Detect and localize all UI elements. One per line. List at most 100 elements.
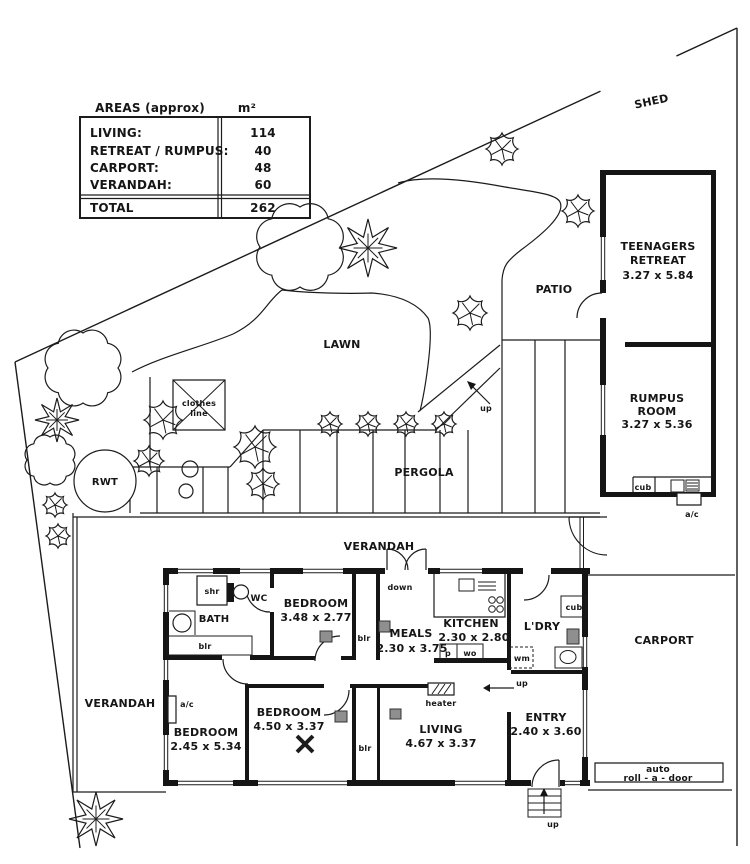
garden-beds bbox=[130, 179, 561, 513]
verandah-structure bbox=[73, 513, 607, 792]
kitchen-bench bbox=[434, 574, 505, 617]
house-fixtures: shr WC BATH blr p wo wm cub heater bbox=[167, 574, 586, 829]
bedroom-left-label: BEDROOM bbox=[174, 726, 239, 739]
teen-retreat-label-2: RETREAT bbox=[630, 254, 686, 267]
kitchen-dim: 2.30 x 2.80 bbox=[438, 631, 509, 644]
areas-row-label: CARPORT: bbox=[90, 161, 159, 175]
verandah-left-label: VERANDAH bbox=[85, 697, 156, 710]
bedroom-mid-label: BEDROOM bbox=[257, 706, 322, 719]
french-door-left-arc bbox=[387, 549, 408, 570]
roll-door-label-2: roll - a - door bbox=[623, 774, 692, 784]
tree-icon bbox=[68, 791, 124, 847]
steps-up-label: up bbox=[547, 820, 559, 829]
areas-row-label: VERANDAH: bbox=[90, 178, 172, 192]
front-door-arc bbox=[532, 760, 559, 787]
laundry-cupboard bbox=[561, 596, 586, 617]
tree-icon bbox=[24, 434, 76, 486]
heater-label: heater bbox=[426, 699, 457, 708]
shrub-icon bbox=[561, 194, 595, 228]
front-steps: up bbox=[528, 788, 561, 829]
laundry-label: L'DRY bbox=[524, 620, 561, 633]
tree-icon bbox=[338, 218, 398, 278]
wc-label: WC bbox=[251, 594, 268, 604]
clothes-label-1: clothes bbox=[182, 399, 216, 408]
lawn-edge-curve bbox=[132, 290, 430, 411]
ac-unit-house bbox=[168, 696, 176, 723]
p-label: p bbox=[445, 649, 451, 658]
bedroom-top-door-arc bbox=[315, 636, 340, 661]
ac-label-house: a/c bbox=[180, 700, 194, 709]
trees bbox=[24, 132, 595, 847]
bedroom-mid-door-arc bbox=[324, 690, 349, 715]
rwt-label: RWT bbox=[92, 477, 118, 488]
bedroom-left-door-arc bbox=[223, 659, 248, 684]
shrub-icon bbox=[317, 411, 343, 437]
teen-retreat-dim: 3.27 x 5.84 bbox=[622, 269, 693, 282]
meals-label: MEALS bbox=[390, 627, 433, 640]
blr-label-top: blr bbox=[357, 634, 370, 643]
areas-table: AREAS (approx) m² LIVING: 114 RETREAT / … bbox=[80, 101, 310, 218]
roll-door-label-1: auto bbox=[646, 765, 670, 775]
area-labels: LAWN PATIO PERGOLA VERANDAH VERANDAH BED… bbox=[85, 283, 582, 753]
shrub-icon bbox=[431, 411, 457, 437]
shrub-icon bbox=[42, 492, 68, 518]
wm-label: wm bbox=[514, 654, 530, 663]
areas-row-label: RETREAT / RUMPUS: bbox=[90, 144, 229, 158]
retreat-rumpus-building: cub a/c TEENAGERS RETREAT 3.27 x 5.84 RU… bbox=[577, 170, 716, 519]
bath-label: BATH bbox=[199, 614, 230, 625]
rumpus-label-1: RUMPUS bbox=[630, 392, 684, 405]
ac-label: a/c bbox=[685, 510, 699, 519]
verandah-top-label: VERANDAH bbox=[344, 540, 415, 553]
patio-bed-curve bbox=[398, 179, 561, 280]
vanity-edge bbox=[169, 611, 195, 635]
laundry-trough bbox=[555, 647, 582, 668]
cub-label: cub bbox=[635, 483, 652, 492]
kitchen-label: KITCHEN bbox=[443, 617, 499, 630]
bedroom-left-dim: 2.45 x 5.34 bbox=[170, 740, 241, 753]
wall-oven bbox=[457, 644, 483, 659]
patio-label: PATIO bbox=[536, 283, 573, 296]
clothes-label-2: line bbox=[190, 409, 208, 418]
bedroom-top-label: BEDROOM bbox=[284, 597, 349, 610]
house-walls bbox=[163, 568, 590, 786]
up-arrow-entry-icon bbox=[483, 684, 490, 692]
entry-dim: 2.40 x 3.60 bbox=[510, 725, 581, 738]
french-door-right-arc bbox=[405, 549, 426, 570]
pergola-label: PERGOLA bbox=[394, 466, 454, 479]
blr-label-mid: blr bbox=[358, 744, 371, 753]
verandah-gate-arc bbox=[569, 517, 607, 555]
meals-dim: 2.30 x 3.75 bbox=[376, 642, 447, 655]
shrub-icon bbox=[179, 484, 193, 498]
shrub-icon bbox=[485, 132, 519, 166]
shr-label: shr bbox=[204, 587, 219, 596]
lawn-label: LAWN bbox=[323, 338, 360, 351]
shrub-icon bbox=[355, 411, 381, 437]
shrub-icon bbox=[45, 523, 71, 549]
toilet-cistern bbox=[227, 583, 234, 602]
tree-icon bbox=[44, 329, 122, 407]
entry-label: ENTRY bbox=[525, 711, 567, 724]
shed: SHED bbox=[599, 53, 703, 147]
bedroom-top-dim: 3.48 x 2.77 bbox=[280, 611, 351, 624]
house-windows bbox=[164, 569, 586, 784]
retreat-door-arc bbox=[577, 293, 602, 318]
laundry-door-arc bbox=[524, 575, 549, 600]
wo-label: wo bbox=[463, 649, 477, 658]
cub-label-laundry: cub bbox=[566, 603, 583, 612]
rumpus-dim: 3.27 x 5.36 bbox=[621, 418, 692, 431]
carport-label: CARPORT bbox=[634, 634, 694, 647]
shrub-icon bbox=[393, 411, 419, 437]
pergola-up-label: up bbox=[480, 404, 492, 413]
rainwater-tank: RWT bbox=[74, 450, 136, 512]
areas-row-value: 40 bbox=[254, 144, 271, 158]
shrub-icon bbox=[452, 295, 488, 331]
clothes-line: clothes line bbox=[173, 380, 225, 430]
bedroom-mid-dim: 4.50 x 3.37 bbox=[253, 720, 324, 733]
areas-unit: m² bbox=[238, 101, 256, 115]
pergola-structure bbox=[203, 340, 600, 513]
carport: auto roll - a - door CARPORT bbox=[588, 575, 735, 790]
shrub-icon bbox=[182, 461, 198, 477]
areas-row-label: LIVING: bbox=[90, 126, 142, 140]
